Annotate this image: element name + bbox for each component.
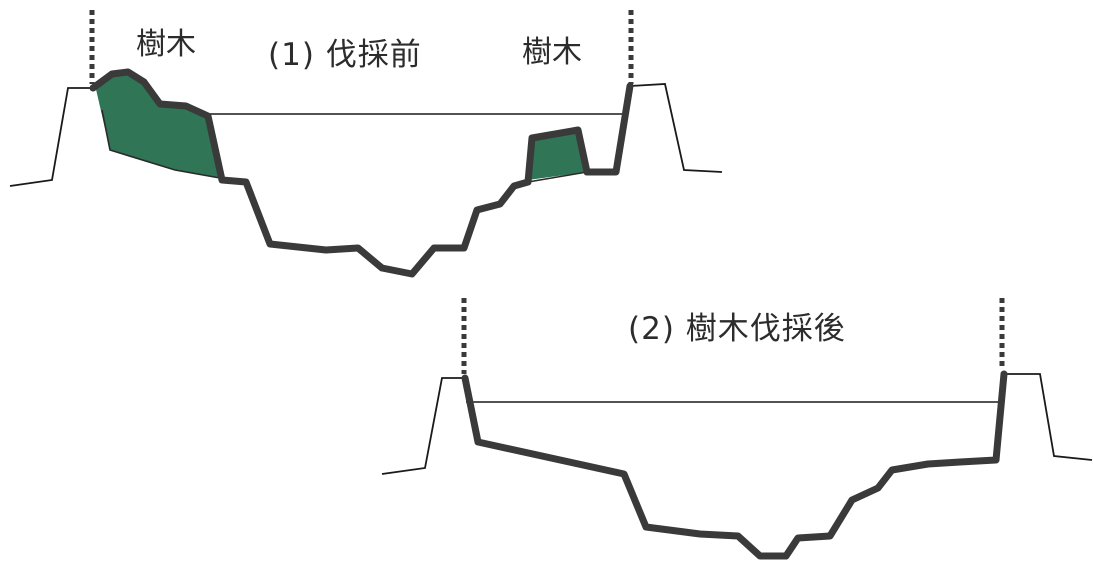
before-left-levee [9, 87, 93, 187]
before-riverbed-profile [89, 68, 634, 278]
before-right-tree-edge [527, 171, 588, 183]
before-left-tree-label: 樹木 [136, 27, 196, 62]
before-left-tree-area [95, 72, 222, 178]
after-cross-section [381, 298, 1093, 560]
after-left-levee [381, 377, 466, 475]
before-right-tree-area [528, 130, 587, 180]
after-title: (2) 樹木伐採後 [628, 311, 846, 347]
before-cross-section [9, 10, 723, 278]
before-right-tree-label: 樹木 [522, 35, 582, 70]
before-right-levee [629, 83, 723, 173]
after-right-levee [1004, 373, 1093, 461]
before-left-tree-edge [101, 109, 221, 179]
after-riverbed-profile [461, 370, 1008, 560]
before-title: (1) 伐採前 [268, 37, 422, 73]
